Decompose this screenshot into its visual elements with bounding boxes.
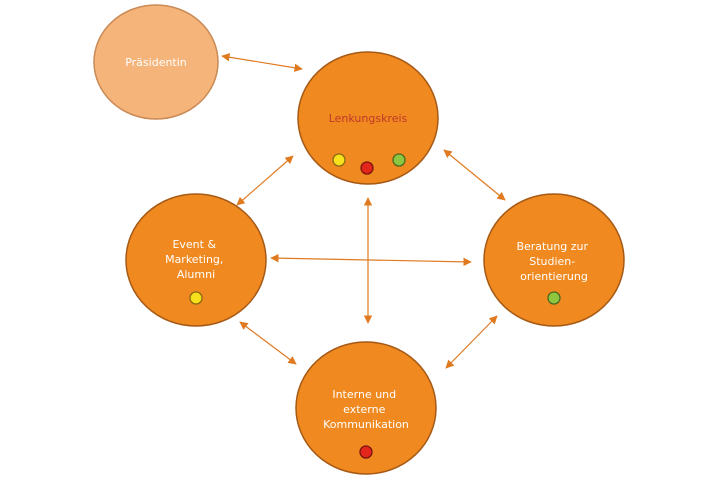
node-praesidentin-line: Präsidentin — [125, 56, 187, 69]
arrow-beratung-kommunikation — [445, 315, 498, 369]
status-dot-red — [360, 161, 374, 175]
node-lenkungskreis-line: Lenkungskreis — [329, 112, 408, 125]
node-event-line: Marketing, — [165, 253, 223, 266]
arrow-lenkungskreis-beratung — [443, 149, 506, 201]
node-kommunikation-line: Kommunikation — [323, 418, 409, 431]
arrow-event-beratung — [270, 253, 472, 267]
arrow-lenkungskreis-event — [236, 155, 294, 206]
node-praesidentin-label: Präsidentin — [125, 56, 187, 69]
node-beratung-line: Studien- — [529, 255, 575, 268]
node-beratung-label: Beratung zur Studien- orientierung — [516, 240, 591, 283]
node-beratung-line: orientierung — [520, 270, 588, 283]
node-lenkungskreis[interactable]: Lenkungskreis — [297, 51, 439, 185]
node-beratung[interactable]: Beratung zur Studien- orientierung — [483, 193, 625, 327]
node-beratung-line: Beratung zur — [516, 240, 588, 253]
status-dot-yellow — [332, 153, 346, 167]
connectors — [221, 53, 506, 369]
node-lenkungskreis-label: Lenkungskreis — [329, 112, 408, 125]
node-kommunikation[interactable]: Interne und externe Kommunikation — [295, 341, 437, 475]
node-event[interactable]: Event & Marketing, Alumni — [125, 193, 267, 327]
node-kommunikation-line: externe — [343, 403, 385, 416]
node-event-line: Alumni — [177, 268, 215, 281]
status-dot-green — [392, 153, 406, 167]
status-dot-red — [359, 445, 373, 459]
node-event-label: Event & Marketing, Alumni — [165, 238, 227, 281]
status-dot-green — [547, 291, 561, 305]
arrow-event-kommunikation — [239, 321, 297, 365]
status-dot-yellow — [189, 291, 203, 305]
node-kommunikation-line: Interne und — [332, 388, 396, 401]
node-praesidentin[interactable]: Präsidentin — [93, 4, 219, 120]
node-kommunikation-label: Interne und externe Kommunikation — [323, 388, 409, 431]
node-event-line: Event & — [172, 238, 216, 251]
arrow-praesidentin-lenkungskreis — [221, 53, 303, 72]
